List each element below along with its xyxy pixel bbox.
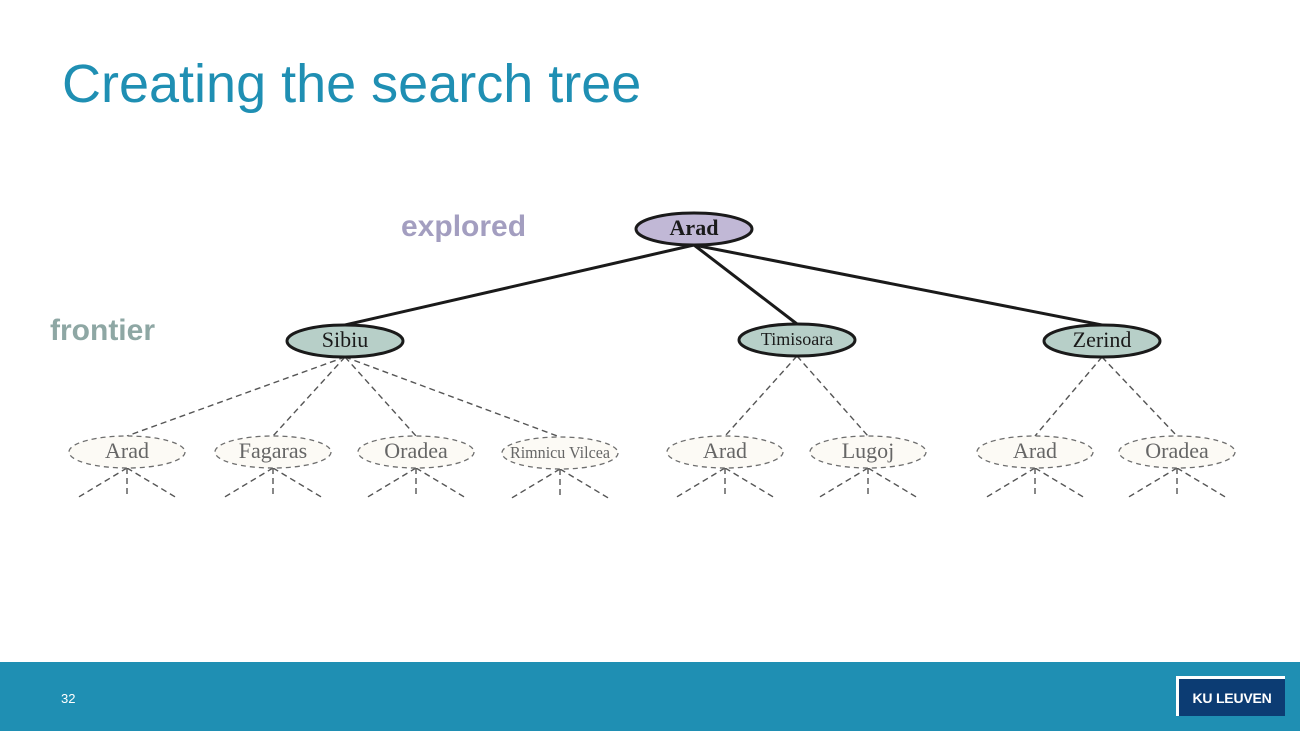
child-node-1-1-ellipse	[68, 435, 186, 469]
edge-root-1	[344, 243, 695, 327]
frontier-node-3-ellipse	[1042, 323, 1162, 359]
stub-edge	[674, 467, 726, 499]
stub-edge	[867, 467, 919, 499]
logo-text: KU LEUVEN	[1179, 679, 1285, 716]
stub-edge	[126, 467, 178, 499]
child-node-2-1-ellipse	[666, 435, 784, 469]
child-node-1-4: Rimnicu Vilcea	[501, 436, 619, 470]
ku-leuven-logo: KU LEUVEN	[1176, 676, 1285, 716]
tree-edges	[76, 243, 1228, 500]
edge-1-4	[344, 356, 561, 438]
stub-edge	[1176, 467, 1228, 499]
edge-3-2	[1101, 356, 1178, 437]
root-node-ellipse	[634, 211, 754, 247]
stub-edge	[272, 467, 324, 499]
stub-edge	[222, 467, 274, 499]
frontier-node-2-label: Timisoara	[761, 329, 833, 349]
edge-root-3	[693, 243, 1103, 327]
root-node-label: Arad	[670, 215, 719, 240]
child-node-3-1: Arad	[976, 435, 1094, 469]
child-node-3-1-label: Arad	[1013, 438, 1057, 463]
stub-edge	[365, 467, 417, 499]
edge-1-1	[126, 356, 346, 437]
child-node-1-2-label: Fagaras	[239, 438, 307, 463]
child-node-1-4-label: Rimnicu Vilcea	[510, 443, 610, 462]
child-node-1-3-ellipse	[357, 435, 475, 469]
child-node-1-1: Arad	[68, 435, 186, 469]
explored-label: explored	[401, 210, 527, 243]
edge-2-1	[724, 355, 798, 437]
edge-root-2	[693, 243, 798, 326]
slide-title: Creating the search tree	[62, 54, 642, 114]
stub-edge	[984, 467, 1036, 499]
edge-3-1	[1034, 356, 1103, 437]
frontier-node-3-label: Zerind	[1073, 327, 1132, 352]
child-node-1-1-label: Arad	[105, 438, 149, 463]
child-node-1-2-ellipse	[214, 435, 332, 469]
frontier-node-1: Sibiu	[285, 323, 405, 359]
root-node: Arad	[634, 211, 754, 247]
stub-edge	[559, 468, 611, 500]
stub-edge	[76, 467, 128, 499]
child-node-2-2-ellipse	[809, 435, 927, 469]
frontier-node-1-label: Sibiu	[322, 327, 368, 352]
frontier-node-1-ellipse	[285, 323, 405, 359]
child-node-1-4-ellipse	[501, 436, 619, 470]
page-number: 32	[61, 691, 76, 706]
frontier-label: frontier	[50, 314, 155, 347]
frontier-node-2: Timisoara	[737, 322, 857, 358]
frontier-node-2-ellipse	[737, 322, 857, 358]
edge-2-2	[796, 355, 869, 437]
child-node-1-3-label: Oradea	[384, 438, 448, 463]
child-node-2-2: Lugoj	[809, 435, 927, 469]
child-node-1-3: Oradea	[357, 435, 475, 469]
stub-edge	[817, 467, 869, 499]
stub-edge	[1126, 467, 1178, 499]
stub-edge	[724, 467, 776, 499]
child-node-2-2-label: Lugoj	[842, 438, 895, 463]
edge-1-3	[344, 356, 417, 437]
child-node-2-1-label: Arad	[703, 438, 747, 463]
child-node-3-1-ellipse	[976, 435, 1094, 469]
child-node-3-2-ellipse	[1118, 435, 1236, 469]
child-node-2-1: Arad	[666, 435, 784, 469]
child-node-3-2-label: Oradea	[1145, 438, 1209, 463]
edge-1-2	[272, 356, 346, 437]
stub-edge	[415, 467, 467, 499]
child-node-3-2: Oradea	[1118, 435, 1236, 469]
child-node-1-2: Fagaras	[214, 435, 332, 469]
footer-bar: 32 KU LEUVEN	[0, 662, 1300, 731]
stub-edge	[1034, 467, 1086, 499]
stub-edge	[509, 468, 561, 500]
frontier-node-3: Zerind	[1042, 323, 1162, 359]
